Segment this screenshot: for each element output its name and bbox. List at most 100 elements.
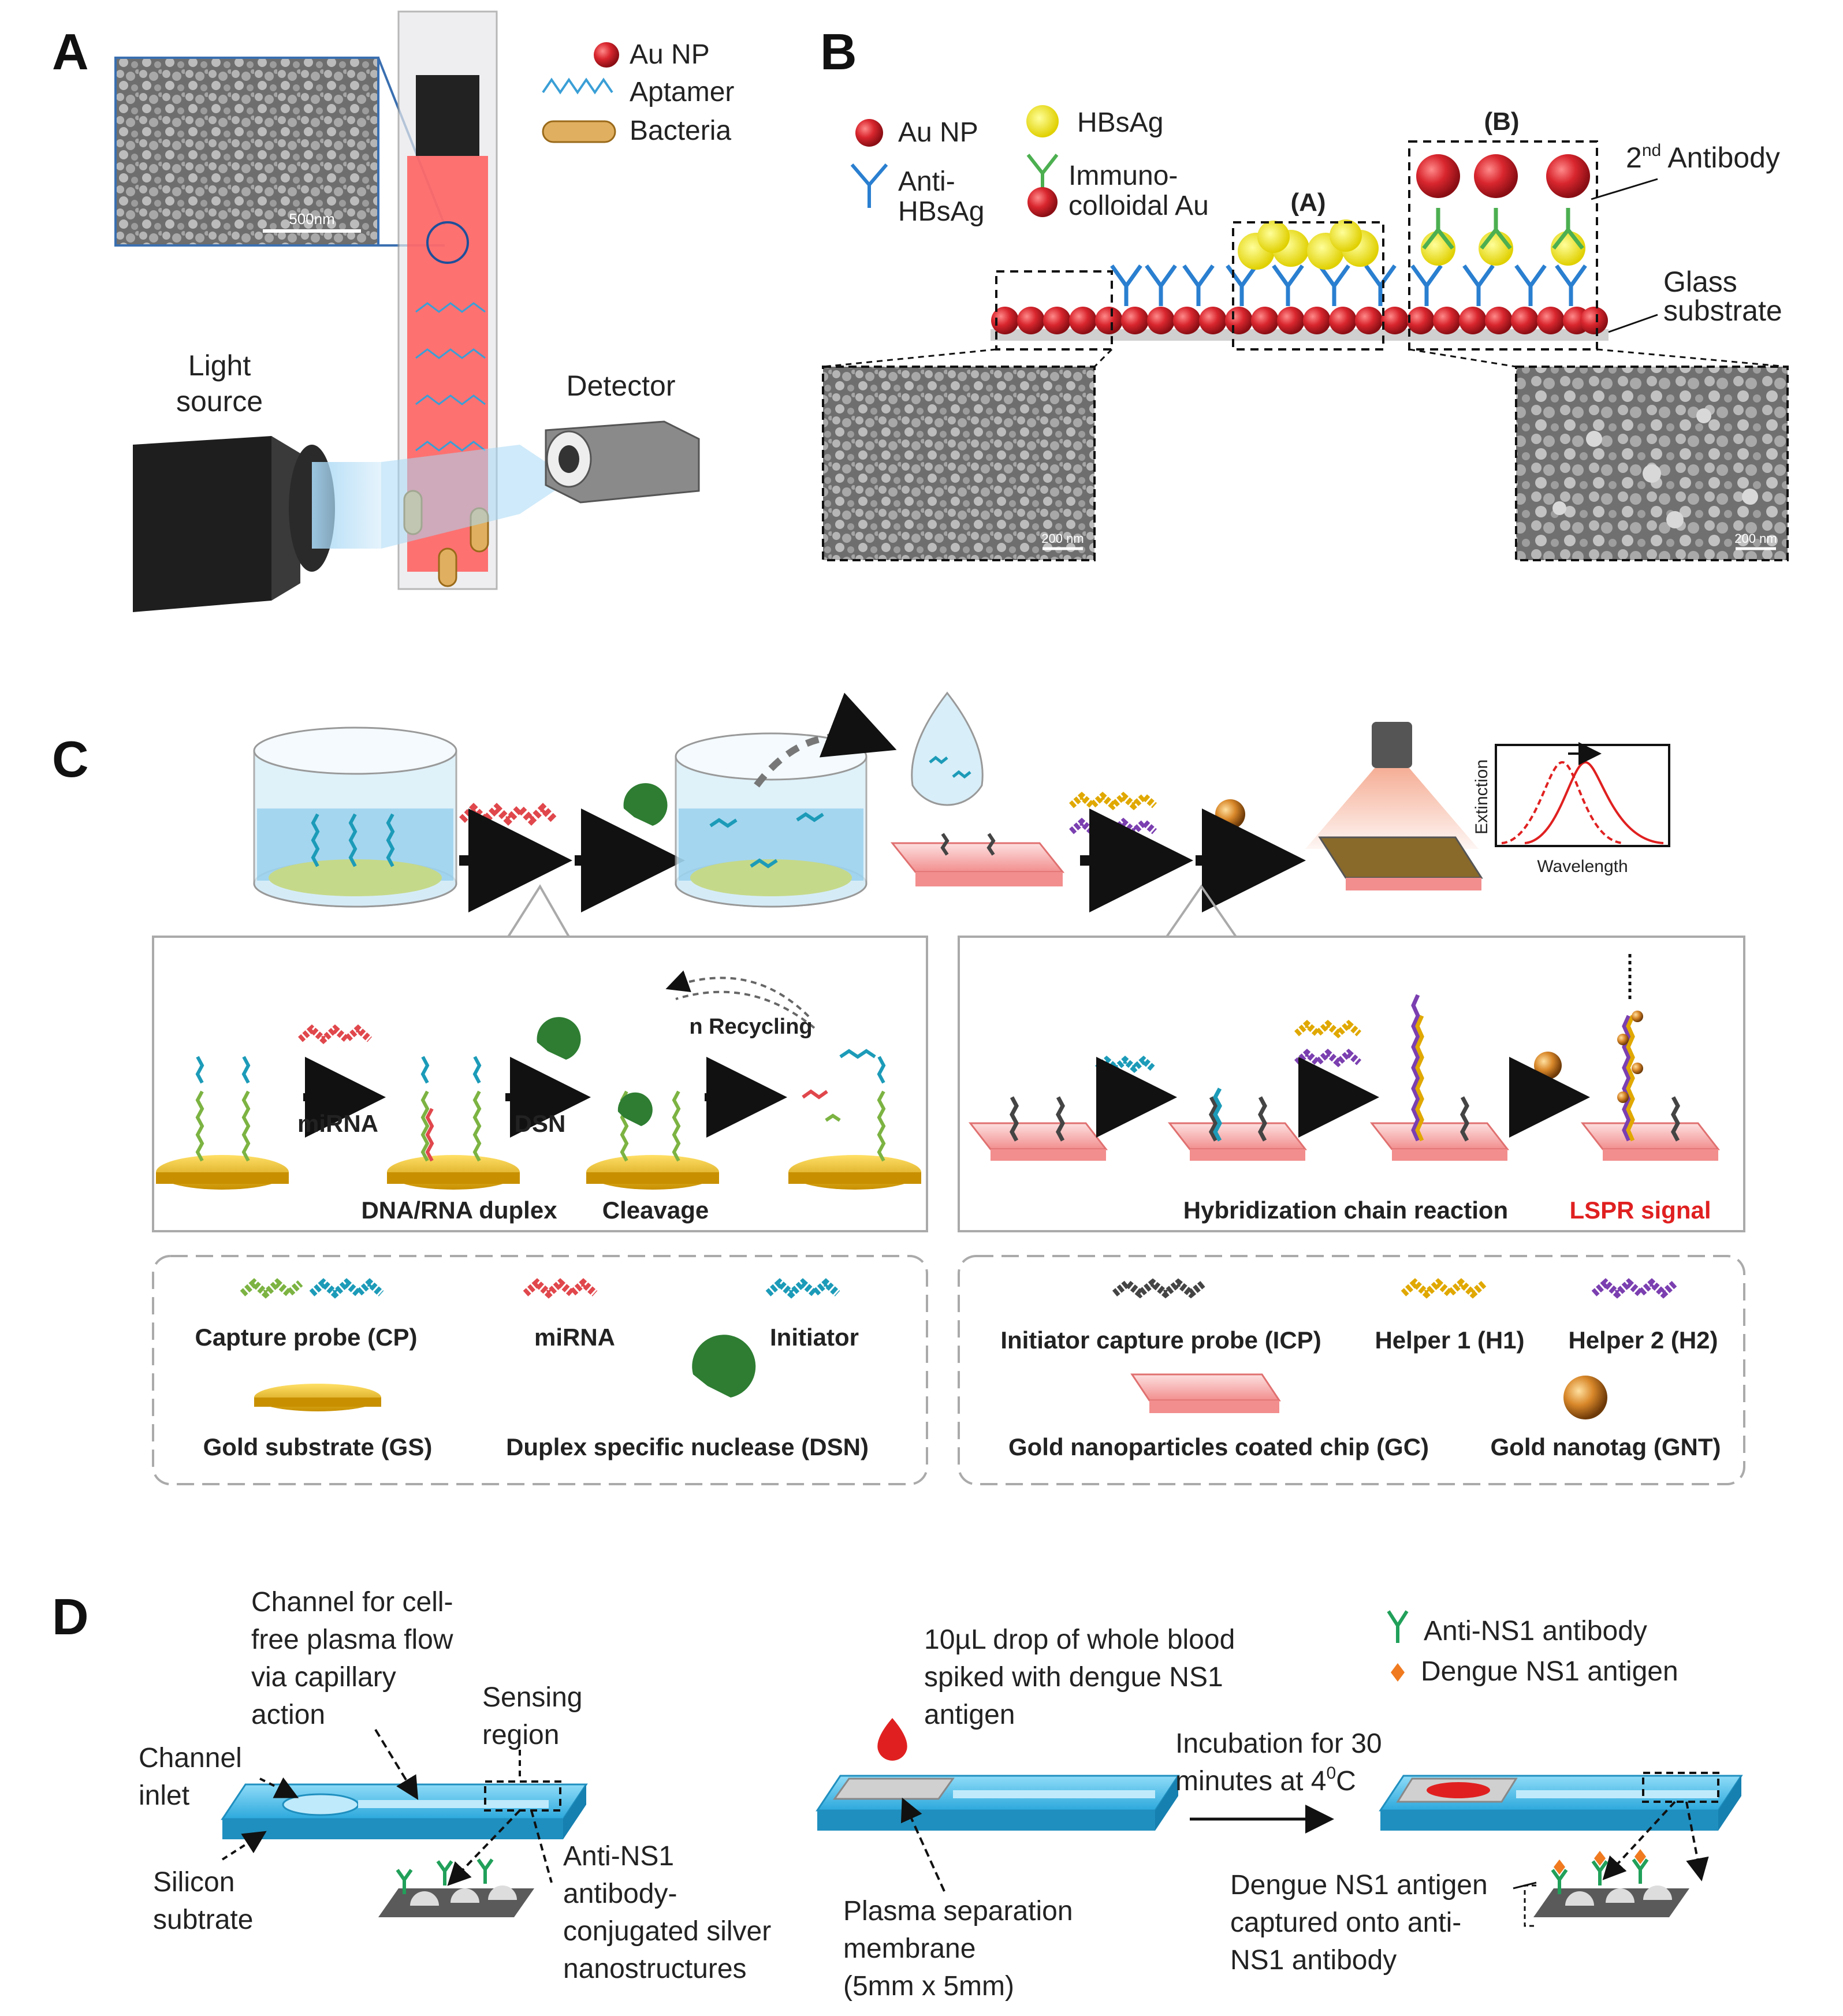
legend-h1: Helper 1 (H1) — [1375, 1326, 1524, 1354]
incubation-label-2: minutes at 40C — [1175, 1764, 1356, 1797]
drop-label-3: antigen — [924, 1700, 1015, 1730]
glass-pointer — [1608, 314, 1658, 333]
legend-mirna: miRNA — [534, 1324, 615, 1351]
drop-label-2: spiked with dengue NS1 — [924, 1662, 1223, 1693]
mirna-icon-detail — [297, 1024, 373, 1045]
device-3 — [1379, 1772, 1743, 1831]
silver-label-1: Anti-NS1 — [563, 1841, 674, 1872]
lspr-plot-frame — [1495, 744, 1670, 847]
cleavage-label: Cleavage — [602, 1197, 709, 1224]
device-2 — [816, 1775, 1180, 1831]
incubation-label-1: Incubation for 30 — [1175, 1728, 1382, 1759]
chip-step-4 — [1580, 953, 1721, 1161]
inlet-pointer — [259, 1777, 299, 1798]
readout-chip — [1305, 722, 1483, 890]
legend-gnt: Gold nanotag (GNT) — [1491, 1433, 1721, 1460]
membrane-label-3: (5mm x 5mm) — [843, 1971, 1014, 2002]
silicon-label-1: Silicon — [153, 1867, 234, 1898]
inlet-label-2: inlet — [139, 1780, 189, 1811]
light-beam — [381, 445, 572, 549]
captured-label-3: NS1 antibody — [1230, 1945, 1397, 1976]
dashed-box-a — [1232, 221, 1384, 351]
gnt-legend-icon — [1563, 1376, 1607, 1419]
gold-substrate-step-4 — [788, 1049, 921, 1190]
gold-substrate-step-3 — [586, 1090, 719, 1190]
antibody-legend-icon — [850, 163, 888, 208]
box-b-label: (B) — [1484, 107, 1519, 136]
detail-box-right — [958, 936, 1745, 1232]
silver-nanostructures — [378, 1858, 534, 1917]
initiator-legend-icon — [765, 1278, 840, 1299]
box-a-label: (A) — [1290, 188, 1326, 217]
zoom-pointer-3b — [1685, 1801, 1709, 1881]
zoom-line-right-1 — [1409, 348, 1517, 368]
bacteria-legend-icon — [542, 120, 616, 143]
panel-a: A 500nm Au NP Aptamer Bacteria — [52, 10, 734, 612]
zoom-line-left-1 — [822, 348, 997, 368]
membrane-label-2: membrane — [843, 1933, 976, 1964]
second-antibody-label: 2nd Antibody — [1626, 141, 1780, 174]
silicon-pointer — [221, 1831, 267, 1861]
extinction-axis-label: Extinction — [1472, 759, 1491, 834]
legend-anti-2: HBsAg — [898, 196, 984, 227]
recycling-label: n Recycling — [689, 1015, 812, 1039]
device-1 — [221, 1780, 588, 1839]
sem-right-scale: 200 nm — [1734, 531, 1777, 546]
icp-legend-icon — [1112, 1278, 1207, 1299]
h1-icon-detail — [1294, 1019, 1361, 1039]
legend-initiator: Initiator — [770, 1324, 859, 1351]
h2-icon-detail — [1294, 1048, 1361, 1068]
cp-tail-icon — [309, 1278, 384, 1299]
dsn-icon-top — [623, 783, 668, 826]
duplex-label: DNA/RNA duplex — [361, 1197, 557, 1224]
silver-label-3: conjugated silver — [563, 1916, 771, 1947]
captured-pointer — [1513, 1881, 1537, 1890]
hbsag-row-a — [1238, 219, 1379, 270]
anti-ns1-antibody-icon — [1387, 1610, 1409, 1643]
gc-legend-edge — [1149, 1400, 1279, 1413]
zoom-line-left-2 — [1093, 348, 1113, 368]
detail-box-left — [152, 936, 928, 1232]
channel-pointer — [374, 1728, 419, 1800]
sandwich-b — [1416, 154, 1590, 266]
dashed-box-b — [1408, 140, 1598, 351]
legend-dsn: Duplex specific nuclease (DSN) — [506, 1433, 869, 1460]
legend-anti-1: Anti- — [898, 166, 955, 197]
silicon-label-2: subtrate — [153, 1905, 253, 1935]
au-np-legend-icon — [594, 42, 619, 68]
recycling-arrow — [665, 970, 810, 1018]
sem-left-scale: 200 nm — [1041, 531, 1084, 546]
legend-aptamer: Aptamer — [630, 77, 734, 107]
chip-step-2 — [1167, 1087, 1308, 1161]
captured-antigen-chip — [1533, 1849, 1689, 1917]
wavelength-axis-label: Wavelength — [1537, 857, 1628, 876]
membrane-label-1: Plasma separation — [843, 1896, 1073, 1926]
aptamer-column — [415, 302, 486, 452]
gs-legend-edge — [254, 1398, 381, 1407]
legend-h2: Helper 2 (H2) — [1568, 1326, 1718, 1354]
hcr-label: Hybridization chain reaction — [1183, 1197, 1508, 1224]
glass-label-2: substrate — [1663, 295, 1782, 327]
legend-immuno-1: Immuno- — [1068, 161, 1178, 191]
zoom-wedge-right — [959, 884, 1237, 938]
zoom-pointer-1a — [447, 1809, 521, 1886]
gold-substrate-step-2 — [387, 1056, 520, 1190]
chip-step-1 — [968, 1096, 1108, 1161]
channel-label-3: via capillary — [251, 1662, 396, 1693]
sem-inset-a — [114, 57, 379, 247]
captured-label-2: captured onto anti- — [1230, 1907, 1461, 1938]
dsn-legend-icon — [692, 1335, 756, 1398]
panel-d-letter: D — [52, 1588, 89, 1645]
gold-substrate-step-1 — [156, 1056, 289, 1190]
cuvette-top-dark — [416, 75, 479, 156]
light-source-label-1: Light — [188, 349, 251, 382]
gc-legend-icon — [1130, 1373, 1281, 1402]
legend-box-left — [152, 1255, 928, 1485]
sem-image-left — [822, 366, 1096, 561]
zoom-pointer-3a — [1602, 1801, 1676, 1880]
droplet-chip — [890, 691, 1065, 886]
lspr-curve-before — [1501, 761, 1624, 844]
cp-icon — [240, 1278, 303, 1299]
zoom-pointer-1b — [530, 1810, 553, 1883]
sensing-label-2: region — [482, 1720, 559, 1750]
